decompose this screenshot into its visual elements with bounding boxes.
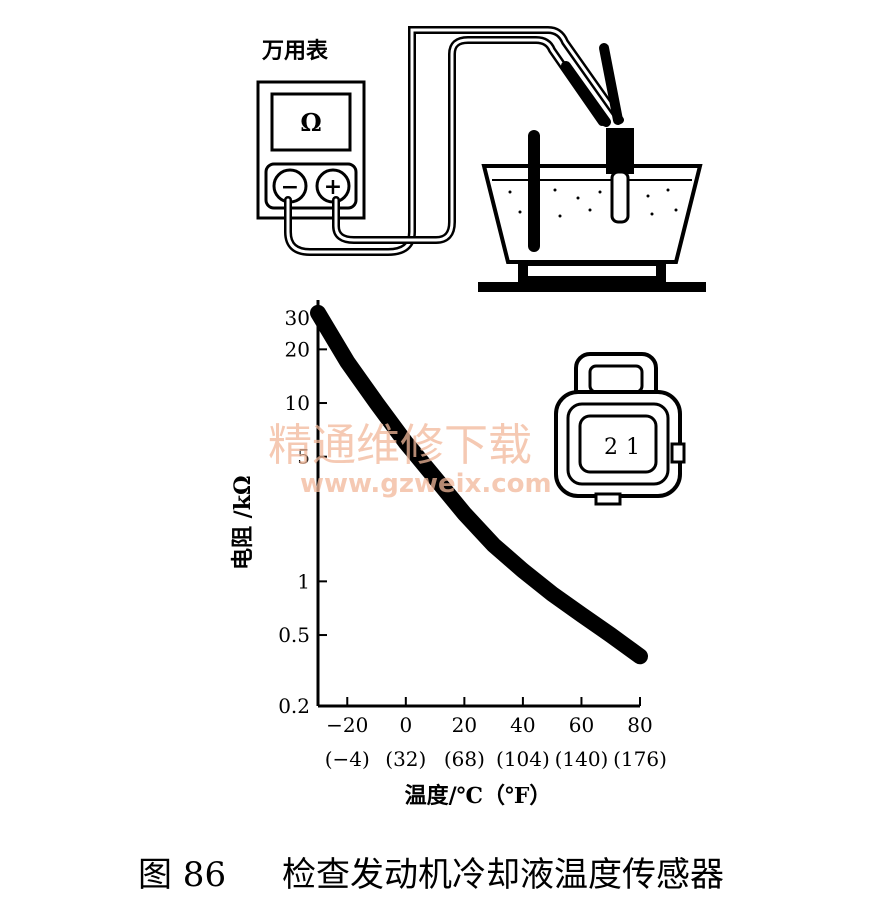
y-tick-label: 5 [297, 445, 310, 469]
resistance-chart: 30 20 10 5 1 0.5 0.2 −20 (−4) 0 (32) 20 (68) 40 (104)… [230, 300, 667, 809]
thermometer-icon [528, 130, 540, 252]
sensor-connector: 2 1 [554, 352, 686, 506]
x-tick-sublabel: (32) [385, 747, 426, 771]
sensor-body [606, 128, 634, 174]
resistance-curve [310, 304, 648, 665]
x-tick-sublabel: (104) [496, 747, 550, 771]
x-tick-sublabel: (−4) [325, 747, 370, 771]
y-tick-label: 0.5 [278, 623, 310, 647]
watermark-url: www.gzweix.com [300, 469, 552, 499]
stand-foot [478, 282, 706, 292]
x-tick-label: 80 [627, 713, 652, 737]
x-tick-label: 60 [569, 713, 594, 737]
x-axis-label: 温度/℃（℉） [405, 783, 552, 809]
probe-right [599, 43, 623, 125]
probe-left [561, 61, 611, 127]
figure-caption: 检查发动机冷却液温度传感器 [282, 855, 724, 895]
water-bath [478, 128, 706, 292]
minus-label: − [281, 174, 299, 200]
y-tick-label: 20 [285, 337, 310, 361]
connector-face [578, 414, 658, 474]
plus-label: + [324, 174, 342, 200]
y-ticks: 30 20 10 5 1 0.5 0.2 [278, 306, 327, 718]
y-tick-label: 10 [285, 391, 310, 415]
y-tick-label: 30 [285, 306, 310, 330]
figure-number: 图 86 [138, 855, 226, 895]
y-tick-label: 0.2 [278, 694, 310, 718]
x-tick-label: 0 [399, 713, 412, 737]
ohm-symbol: Ω [300, 108, 321, 137]
x-ticks: −20 (−4) 0 (32) 20 (68) 40 (104) 60 (140) 80 (176) [325, 697, 667, 771]
sensor-tip [610, 170, 630, 224]
x-tick-sublabel: (176) [613, 747, 667, 771]
x-tick-sublabel: (68) [444, 747, 485, 771]
y-axis-label: 电阻 /kΩ [230, 475, 256, 570]
test-leads [284, 26, 624, 256]
y-tick-label: 1 [297, 569, 310, 593]
x-tick-label: 20 [452, 713, 477, 737]
watermark-chinese: 精通维修下载 [268, 420, 532, 471]
x-tick-label: 40 [510, 713, 535, 737]
connector-pin-1: 1 [626, 435, 640, 460]
x-tick-sublabel: (140) [555, 747, 609, 771]
multimeter-display [270, 92, 352, 152]
x-tick-label: −20 [326, 713, 368, 737]
multimeter-title: 万用表 [261, 38, 329, 64]
multimeter: 万用表 Ω − + [256, 38, 366, 220]
connector-pin-2: 2 [604, 435, 618, 460]
